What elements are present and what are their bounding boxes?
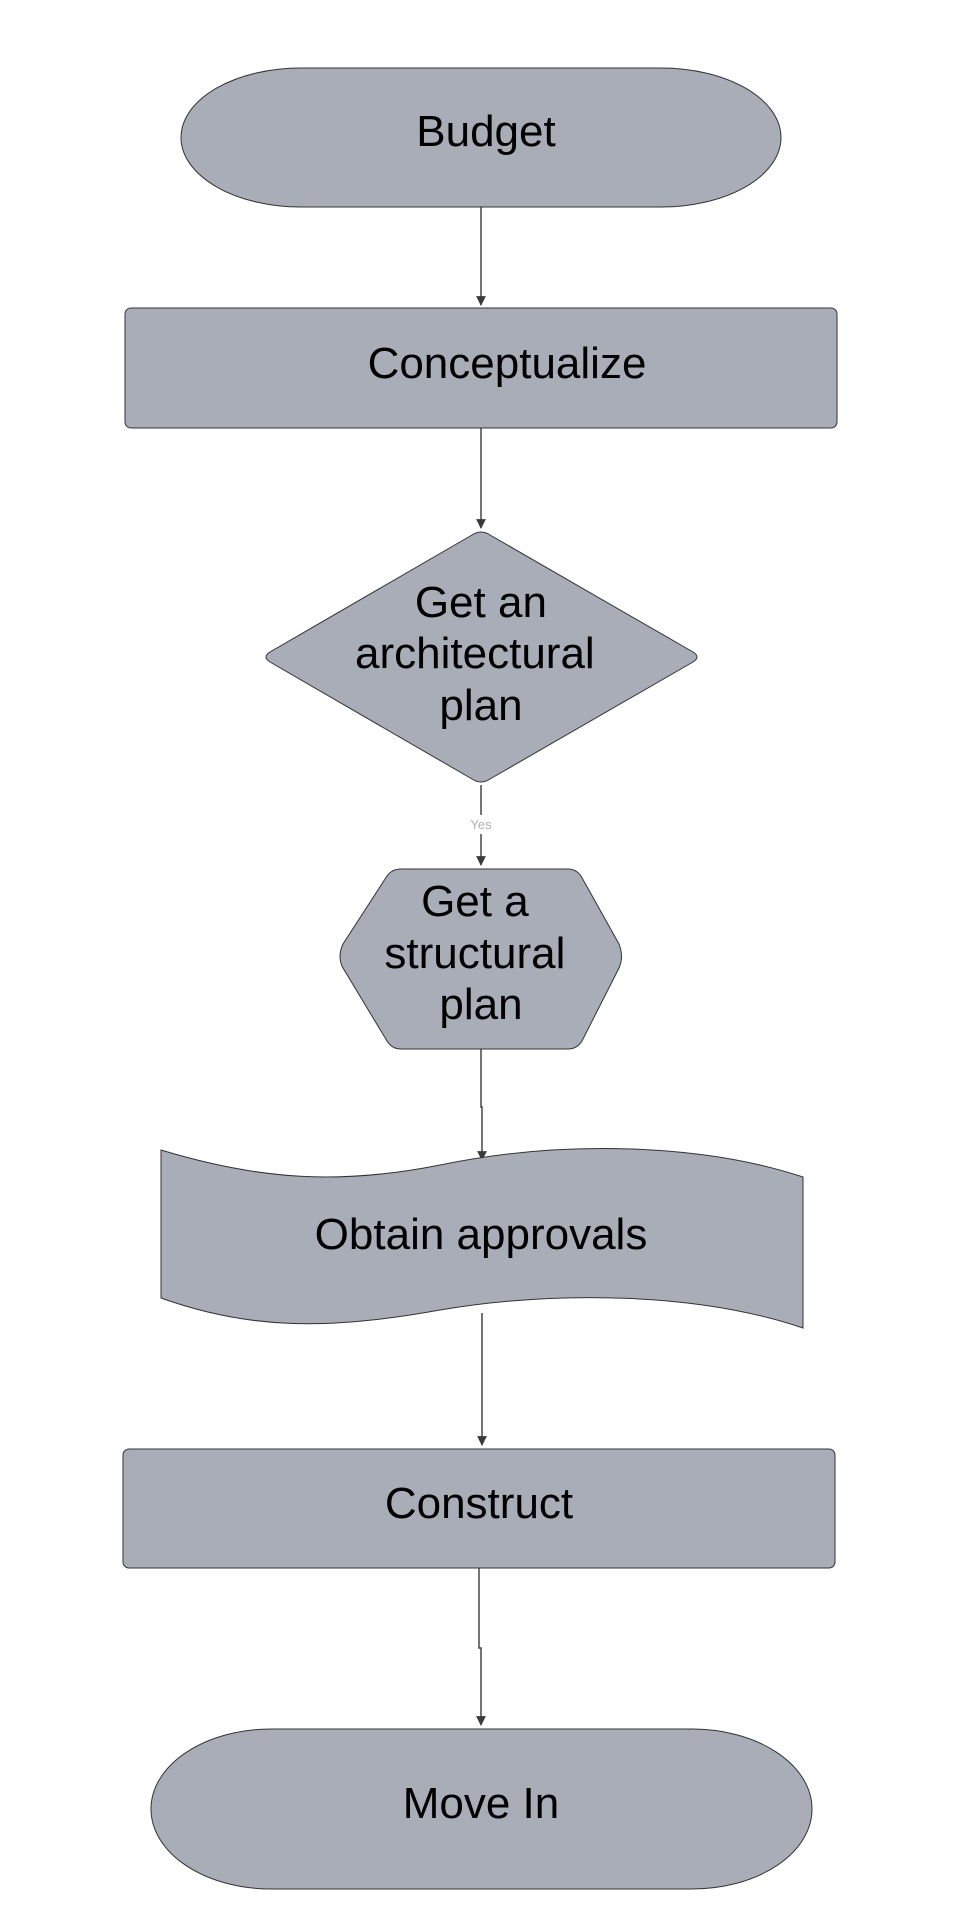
node-label-structural-plan: Get a structural plan [384, 877, 577, 1029]
node-budget: Budget [180, 67, 782, 208]
process-shape [124, 307, 838, 429]
node-move-in: Move In [150, 1728, 813, 1890]
document-shape [160, 1148, 804, 1329]
decision-shape [265, 531, 698, 783]
process-shape [122, 1448, 836, 1569]
node-label-conceptualize: Conceptualize [368, 339, 647, 388]
node-label-architectural-plan: Get an architectural plan [355, 578, 607, 730]
edge-construct-to-move-in [476, 1568, 486, 1726]
architectural-plan-line-1: Get an [415, 578, 547, 627]
node-label-move-in: Move In [403, 1779, 560, 1828]
structural-plan-line-3: plan [439, 980, 522, 1029]
node-structural-plan: Get a structural plan [339, 868, 622, 1050]
structural-plan-line-1: Get a [421, 877, 529, 926]
node-label-obtain-approvals: Obtain approvals [315, 1210, 648, 1259]
node-obtain-approvals: Obtain approvals [160, 1148, 804, 1329]
architectural-plan-line-3: plan [439, 681, 522, 730]
node-label-budget: Budget [416, 107, 555, 156]
terminator-shape [150, 1728, 813, 1890]
terminator-shape [180, 67, 782, 208]
node-conceptualize: Conceptualize [124, 307, 838, 429]
architectural-plan-line-2: architectural [355, 629, 595, 678]
edge-label-yes: Yes [470, 817, 492, 832]
node-label-construct: Construct [385, 1479, 573, 1528]
edge-structural-plan-to-obtain-approvals [477, 1049, 487, 1161]
node-construct: Construct [122, 1448, 836, 1569]
node-architectural-plan: Get an architectural plan [265, 531, 698, 783]
edges: Yes [470, 207, 492, 1726]
hexagon-shape [339, 868, 622, 1050]
structural-plan-line-2: structural [384, 929, 565, 978]
